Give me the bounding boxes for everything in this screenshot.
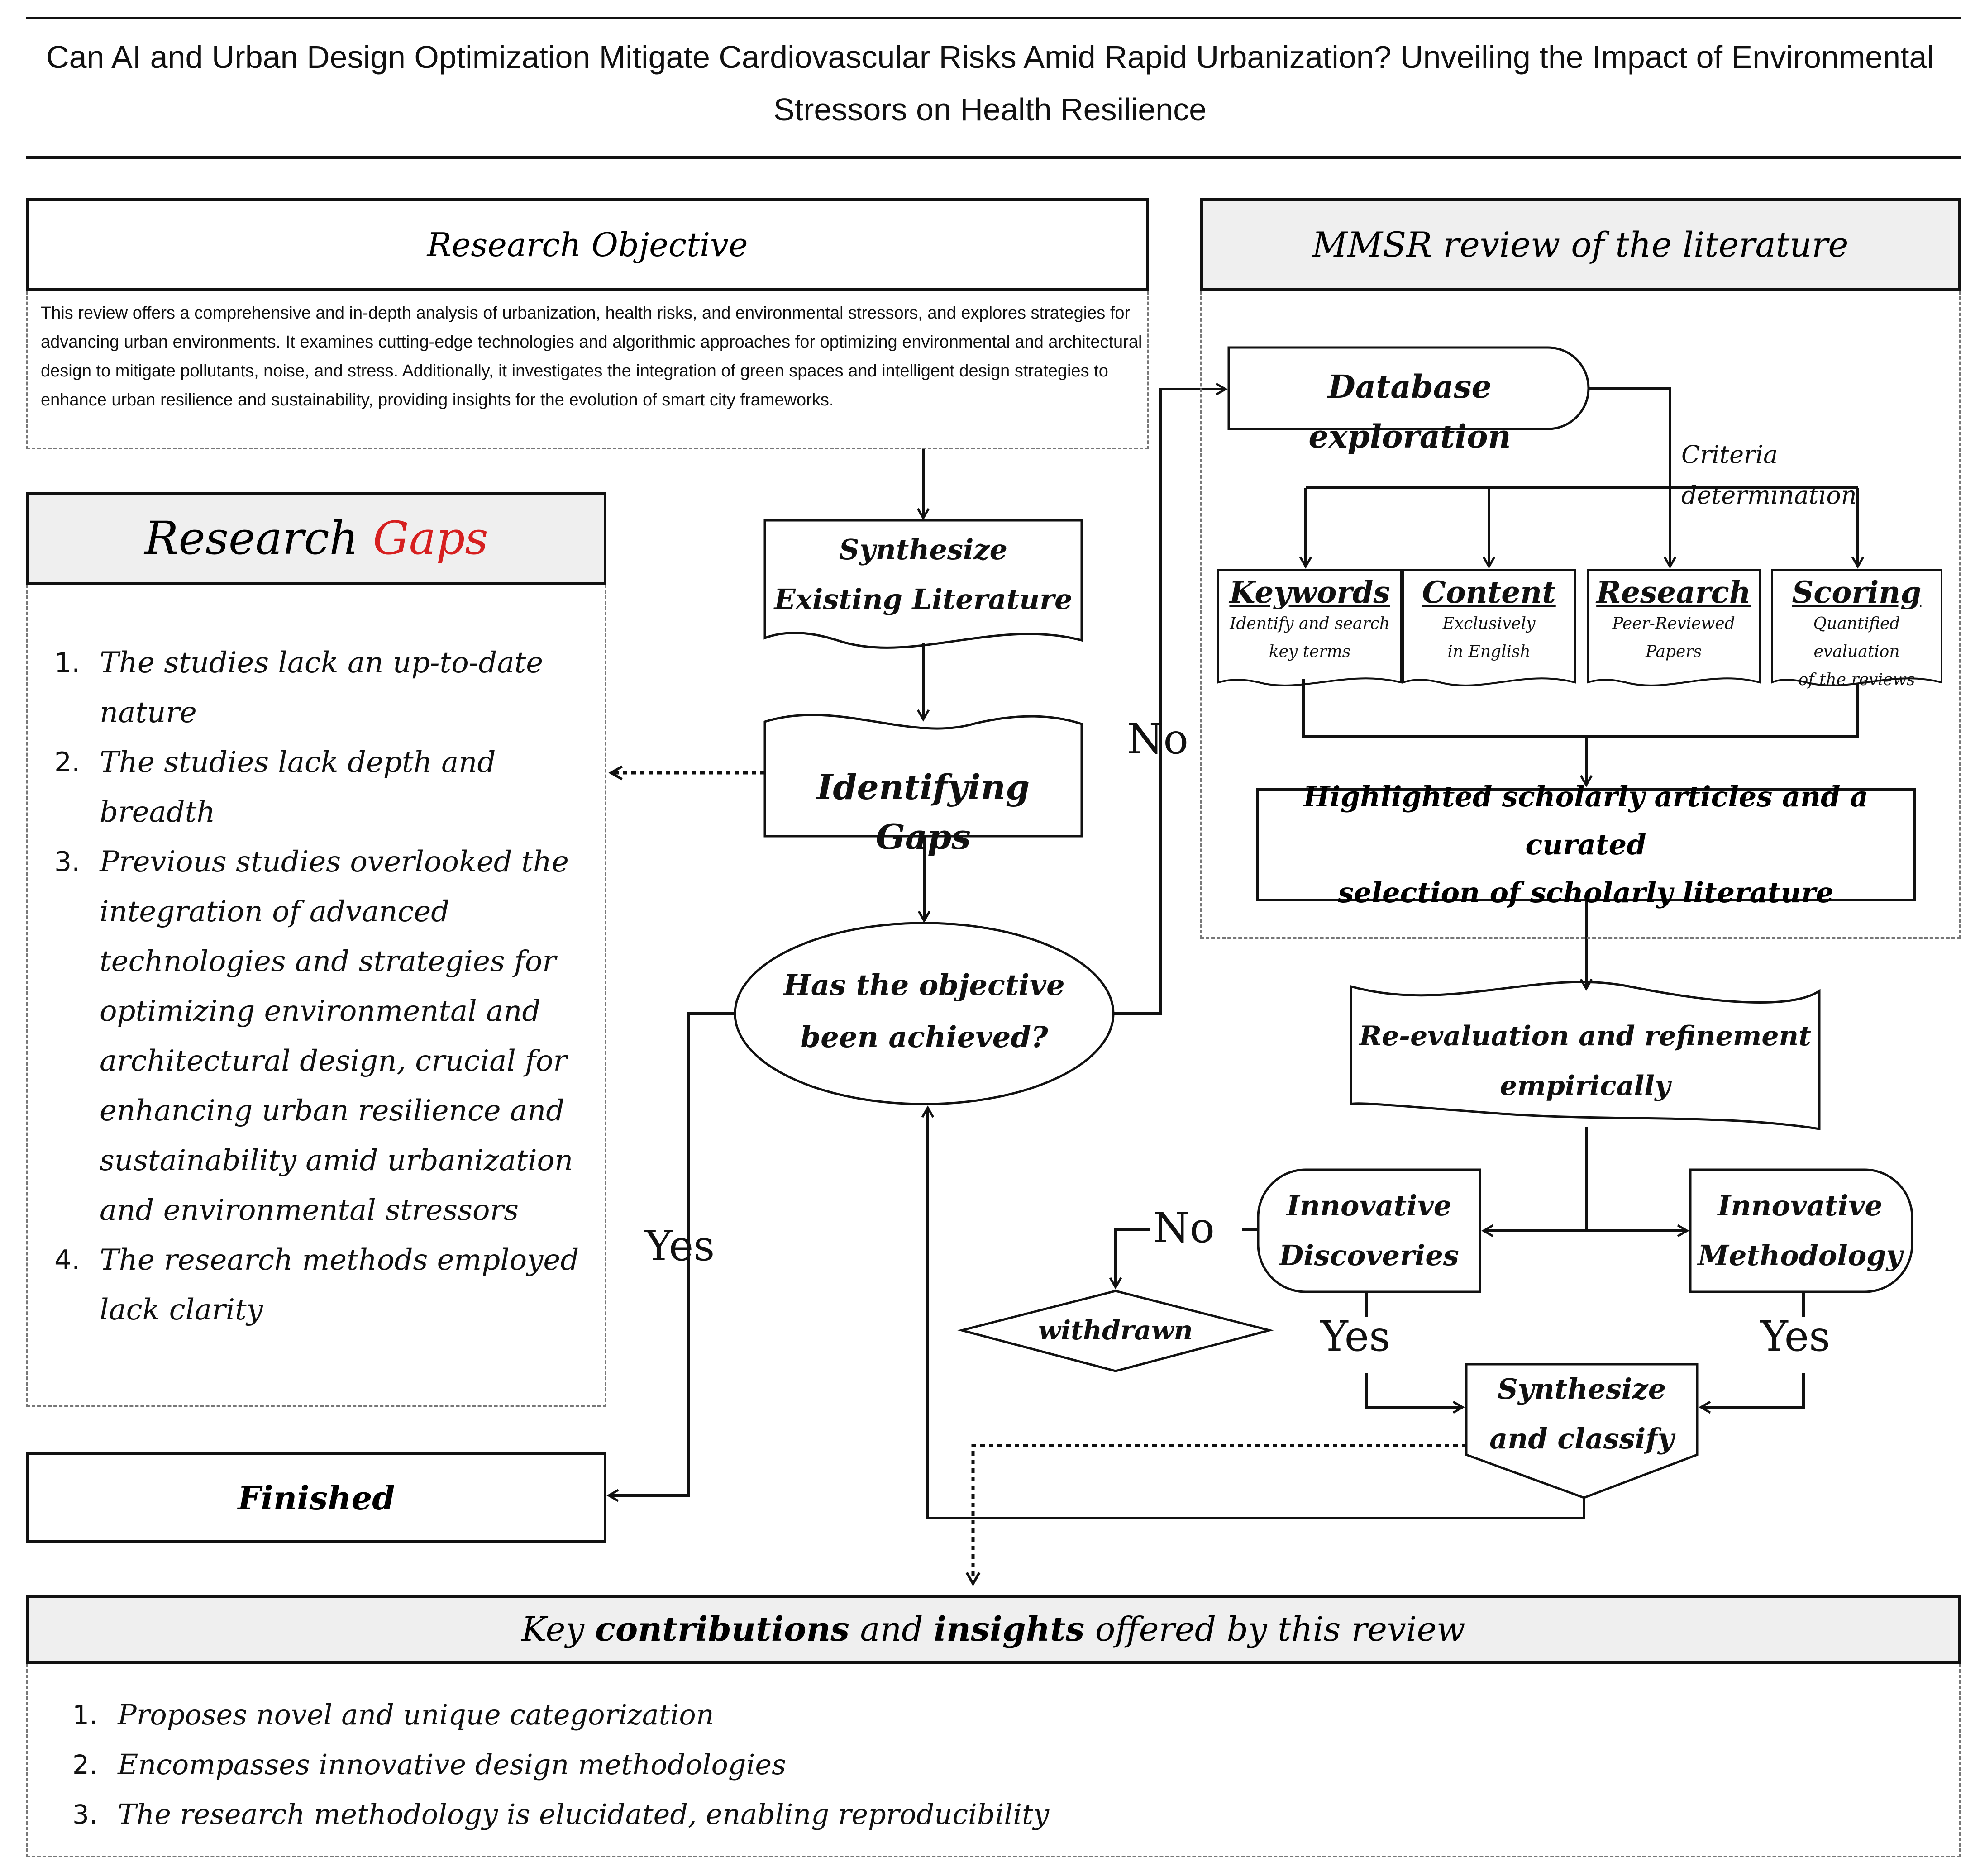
research-objective-header: Research Objective (26, 198, 1149, 291)
arrow-to-withdrawn (1109, 1228, 1150, 1290)
criteria-shape-content (1402, 569, 1576, 686)
finished-box: Finished (26, 1452, 606, 1543)
identifying-gaps-label: Identifying Gaps (816, 767, 1030, 857)
criterion-keywords: Keywords Identify and search key terms (1229, 575, 1390, 661)
database-exploration-label: Database exploration (1308, 368, 1511, 455)
branch-no-label: No (1153, 1204, 1239, 1253)
branch-yes-left-label: Yes (1321, 1312, 1391, 1361)
research-gaps-heading-part1: Research (144, 512, 359, 565)
arrow-methodology-to-synth (1699, 1373, 1805, 1414)
innovative-methodology-shape (1689, 1168, 1913, 1293)
innovative-discoveries-shape (1257, 1168, 1481, 1293)
contributions-list: 1.Proposes novel and unique categorizati… (72, 1690, 1249, 1839)
withdrawn-label: withdrawn (1038, 1315, 1193, 1346)
research-gaps-heading-part2: Gaps (372, 512, 488, 565)
synthesize-classify-label: Synthesize and classify (1489, 1372, 1674, 1455)
page-title: Can AI and Urban Design Optimization Mit… (46, 39, 1934, 127)
criterion-scoring: Scoring Quantified evaluation of the rev… (1792, 575, 1922, 689)
branch-yes-right-label: Yes (1761, 1312, 1831, 1361)
criteria-shape-scoring (1771, 569, 1942, 686)
synthesize-existing-shape (763, 519, 1083, 649)
innovative-discoveries-label: Innovative Discoveries (1279, 1189, 1459, 1272)
decision-label: Has the objective been achieved? (783, 968, 1065, 1054)
decision-yes-label: Yes (645, 1222, 715, 1270)
contribution-item: 3.The research methodology is elucidated… (72, 1798, 1049, 1831)
withdrawn-diamond (957, 1290, 1274, 1372)
criterion-content: Content Exclusively in English (1422, 575, 1556, 661)
synthesize-classify-shape (1465, 1363, 1699, 1499)
contributions-header: Key contributions and insights offered b… (26, 1595, 1961, 1664)
research-gaps-header: Research Gaps (26, 492, 606, 585)
criteria-merge (1302, 679, 1859, 738)
criteria-shape-research (1587, 569, 1761, 686)
contribution-item: 1.Proposes novel and unique categorizati… (72, 1698, 714, 1731)
gap-item: 1.The studies lack an up-to-date nature (54, 646, 544, 729)
criteria-shape-keywords (1217, 569, 1402, 686)
criteria-determination-label: Criteria determination (1681, 440, 1857, 509)
synthesize-existing-label: Synthesize Existing Literature (774, 533, 1073, 616)
contributions-body (26, 1664, 1961, 1857)
dotted-arrow-to-contributions (965, 1444, 1466, 1586)
highlighted-articles-box: Highlighted scholarly articles and a cur… (1256, 780, 1916, 909)
research-objective-body (26, 291, 1149, 449)
highlighted-line2: selection of scholarly literature (1338, 876, 1834, 909)
contribution-item: 2.Encompasses innovative design methodol… (72, 1748, 786, 1781)
mmsr-heading: MMSR review of the literature (1312, 224, 1849, 265)
research-objective-heading: Research Objective (427, 225, 748, 264)
database-shape (1227, 346, 1590, 430)
reevaluation-shape (1350, 981, 1821, 1130)
research-objective-text: This review offers a comprehensive and i… (41, 304, 1142, 409)
mmsr-body (1200, 291, 1961, 939)
innovative-methodology-label: Innovative Methodology (1698, 1189, 1903, 1272)
research-gaps-body (26, 585, 606, 1407)
arrow-feedback-to-decision (921, 1105, 1585, 1519)
criterion-research: Research Peer-Reviewed Papers (1596, 575, 1751, 661)
highlighted-line1: Highlighted scholarly articles and a cur… (1303, 780, 1869, 861)
gap-item: 4.The research methods employed lack cla… (54, 1243, 579, 1327)
identifying-gaps-shape (763, 714, 1083, 838)
gap-item: 2.The studies lack depth and breadth (54, 746, 496, 829)
arrow-decision-no (1113, 382, 1228, 1015)
arrow-decision-yes (606, 1012, 735, 1502)
research-gaps-list: 1.The studies lack an up-to-date nature … (54, 638, 588, 1335)
gap-item: 3.Previous studies overlooked the integr… (54, 845, 573, 1227)
arrow-database-to-research (1589, 387, 1677, 569)
reevaluation-label: Re-evaluation and refinement empirically (1359, 1020, 1811, 1102)
finished-label: Finished (238, 1478, 395, 1517)
decision-no-label: No (1127, 715, 1188, 763)
mmsr-header: MMSR review of the literature (1200, 198, 1961, 291)
arrow-discoveries-to-synth (1365, 1373, 1465, 1414)
